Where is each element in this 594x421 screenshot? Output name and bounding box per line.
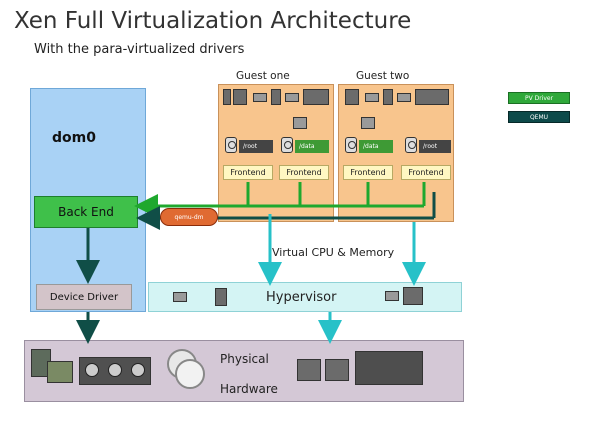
- cpu-chip-icon: [297, 359, 321, 381]
- disk-icon: [405, 137, 417, 153]
- guest-one-label: Guest one: [236, 70, 290, 82]
- network-card-icon: [361, 117, 375, 129]
- qemu-dm-pill: qemu-dm: [160, 208, 218, 226]
- root-volume-label: /root: [423, 143, 438, 150]
- device-driver-box: Device Driver: [36, 284, 132, 310]
- cpu-chip-icon: [325, 359, 349, 381]
- physical-hardware-box: [24, 340, 464, 402]
- root-volume: /root: [239, 140, 273, 153]
- cd-disc-icon: [175, 359, 205, 389]
- memory-chip-icon: [403, 287, 423, 305]
- disk-icon: [225, 137, 237, 153]
- dom0-label: dom0: [52, 130, 96, 146]
- network-card-icon: [293, 117, 307, 129]
- disk-icon: [345, 137, 357, 153]
- legend-qemu: QEMU: [508, 111, 570, 123]
- frontend-box: Frontend: [401, 165, 451, 180]
- qemu-dm-label: qemu-dm: [174, 213, 204, 221]
- guest-two-label: Guest two: [356, 70, 410, 82]
- guest-one-box: /root /data Frontend Frontend: [218, 84, 334, 222]
- chip-icon: [285, 93, 299, 102]
- legend-qemu-label: QEMU: [529, 113, 549, 121]
- memory-chip-icon: [233, 89, 247, 105]
- legend-pv-driver-label: PV Driver: [524, 94, 554, 102]
- chip-icon: [397, 93, 411, 102]
- disk-icon: [85, 363, 99, 377]
- hypervisor-label: Hypervisor: [266, 290, 337, 305]
- hypervisor-box: [148, 282, 462, 312]
- root-volume-label: /root: [243, 143, 258, 150]
- disk-icon: [108, 363, 122, 377]
- physical-label: Physical: [220, 352, 269, 366]
- frontend-box: Frontend: [279, 165, 329, 180]
- legend-pv-driver: PV Driver: [508, 92, 570, 104]
- data-volume: /data: [295, 140, 329, 153]
- disk-icon: [281, 137, 293, 153]
- frontend-box: Frontend: [343, 165, 393, 180]
- backend-label: Back End: [58, 205, 114, 219]
- frontend-label: Frontend: [230, 168, 266, 177]
- cpu-chip-icon: [223, 89, 231, 105]
- data-volume-label: /data: [363, 143, 379, 150]
- diagram-subtitle: With the para-virtualized drivers: [34, 42, 245, 57]
- frontend-label: Frontend: [408, 168, 444, 177]
- memory-chip-icon: [271, 89, 281, 105]
- memory-bank-icon: [415, 89, 449, 105]
- diagram-title: Xen Full Virtualization Architecture: [14, 8, 412, 34]
- memory-chip-icon: [383, 89, 393, 105]
- backend-box: Back End: [34, 196, 138, 228]
- disk-icon: [131, 363, 145, 377]
- chip-icon: [253, 93, 267, 102]
- memory-chip-icon: [215, 288, 227, 306]
- vcpu-memory-label: Virtual CPU & Memory: [272, 246, 395, 259]
- root-volume: /root: [419, 140, 451, 153]
- memory-bank-icon: [303, 89, 329, 105]
- chip-icon: [365, 93, 379, 102]
- data-volume: /data: [359, 140, 393, 153]
- network-card-icon: [47, 361, 73, 383]
- frontend-label: Frontend: [286, 168, 322, 177]
- frontend-box: Frontend: [223, 165, 273, 180]
- frontend-label: Frontend: [350, 168, 386, 177]
- memory-bank-icon: [355, 351, 423, 385]
- chip-icon: [385, 291, 399, 301]
- hardware-label: Hardware: [220, 382, 278, 396]
- memory-chip-icon: [345, 89, 359, 105]
- device-driver-label: Device Driver: [49, 291, 119, 303]
- data-volume-label: /data: [299, 143, 315, 150]
- chip-icon: [173, 292, 187, 302]
